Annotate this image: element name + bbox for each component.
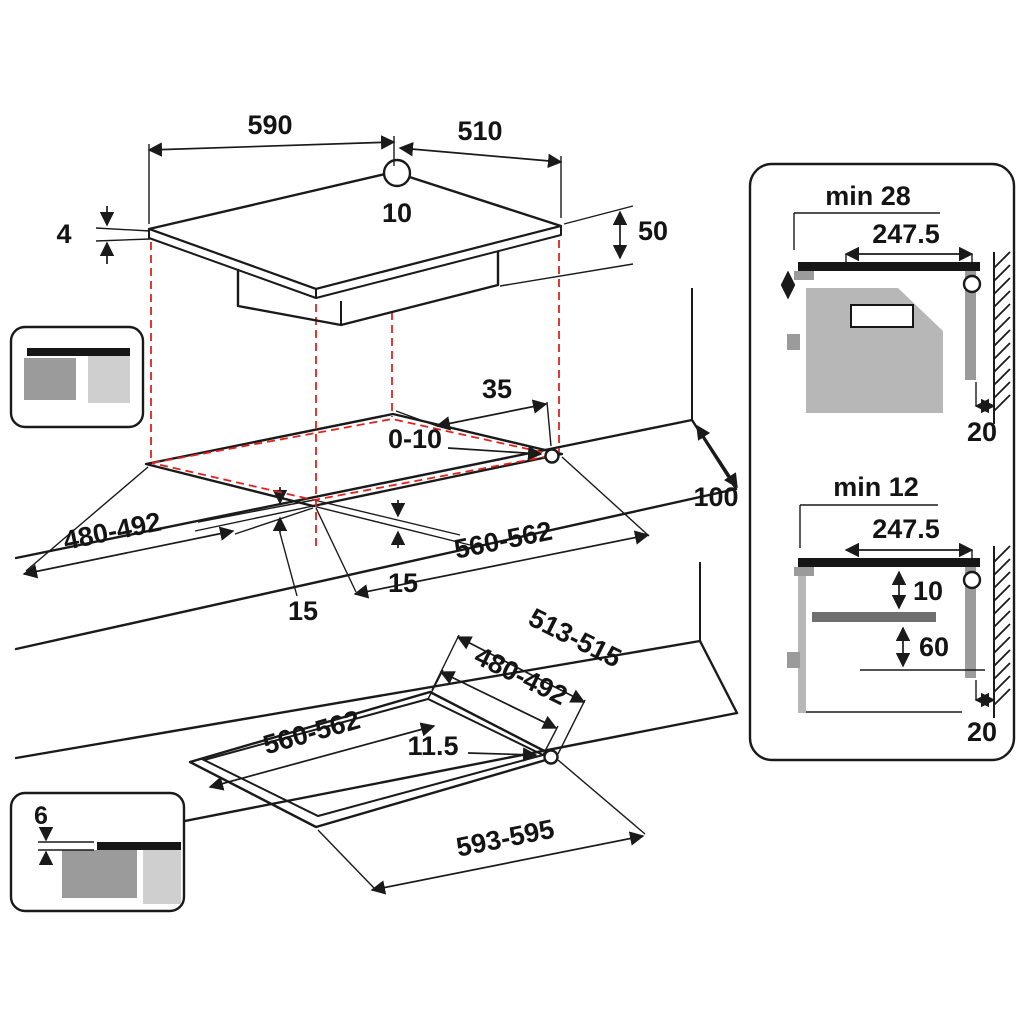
standard-install-inset <box>9 325 145 429</box>
hob-height-label: 50 <box>638 216 668 246</box>
flush-fixing-distance-label: 247.5 <box>872 514 940 544</box>
hob-width-label: 590 <box>247 110 292 140</box>
hob-glass-section <box>798 558 980 567</box>
flush-inner-depth-label: 480-492 <box>470 641 572 711</box>
standard-fixing-distance-label: 247.5 <box>872 219 940 249</box>
glass-thickness-label: 4 <box>56 219 71 249</box>
flush-clearance-label: min 12 <box>833 472 919 502</box>
flush-section <box>787 504 1011 718</box>
fixing-bracket <box>794 567 814 576</box>
standard-clearance-label: min 28 <box>825 181 911 211</box>
worktop-block <box>88 353 130 403</box>
overhang-front-label: 15 <box>388 568 418 598</box>
fixing-point <box>962 274 982 294</box>
isometric-hob-view <box>95 135 634 327</box>
hob-depth-label: 510 <box>457 116 502 146</box>
hob-glass-edge-right <box>315 225 562 299</box>
standard-wall-gap-label: 20 <box>967 417 997 447</box>
worktop-right-edge <box>690 418 738 491</box>
hob-hole-label: 10 <box>382 198 412 228</box>
hob-glass-block <box>27 348 130 356</box>
corner-gap-label: 0-10 <box>388 424 442 454</box>
hob-glass-block <box>97 842 181 850</box>
wall-hatching <box>993 545 1011 706</box>
corner-gap-marker <box>544 448 560 464</box>
rear-gap-label: 35 <box>482 374 512 404</box>
worktop-block <box>143 850 181 904</box>
hob-glass-section <box>798 262 980 271</box>
side-gap-label: 100 <box>693 482 738 512</box>
side-bracket <box>787 334 800 350</box>
flush-ledge-label: 11.5 <box>407 731 458 761</box>
flush-install-inset <box>9 791 186 913</box>
flush-wall-gap-label: 20 <box>967 717 997 747</box>
flush-shelf-gap-label: 10 <box>913 576 943 606</box>
side-bracket <box>787 652 800 668</box>
cabinet-block <box>24 358 76 400</box>
wall-hatching <box>993 251 1011 412</box>
fixing-point <box>962 570 982 590</box>
rear-spacer <box>965 266 976 380</box>
flush-worktop-back-edge <box>14 639 702 760</box>
rear-spacer <box>965 562 976 678</box>
support-shelf <box>812 612 936 622</box>
fixing-bracket <box>794 271 814 280</box>
flush-recess-depth-label: 60 <box>919 632 949 662</box>
worktop-cutout-outline <box>144 412 564 508</box>
standard-section <box>780 212 1011 424</box>
inset-glass-thickness-label: 6 <box>34 802 48 830</box>
vent-opening <box>850 304 914 328</box>
flush-corner-marker <box>543 749 559 765</box>
flush-cutout-view <box>14 562 739 895</box>
worktop-cutout-view <box>14 288 738 651</box>
cabinet-side-panel <box>798 565 806 713</box>
side-section-panel <box>748 162 1016 762</box>
overhang-side-label: 15 <box>288 596 318 626</box>
cabinet-block <box>62 850 137 898</box>
flush-outer-width-label: 593-595 <box>454 814 557 863</box>
hob-reference-hole <box>382 158 412 188</box>
flush-worktop-right-edge <box>698 639 739 715</box>
